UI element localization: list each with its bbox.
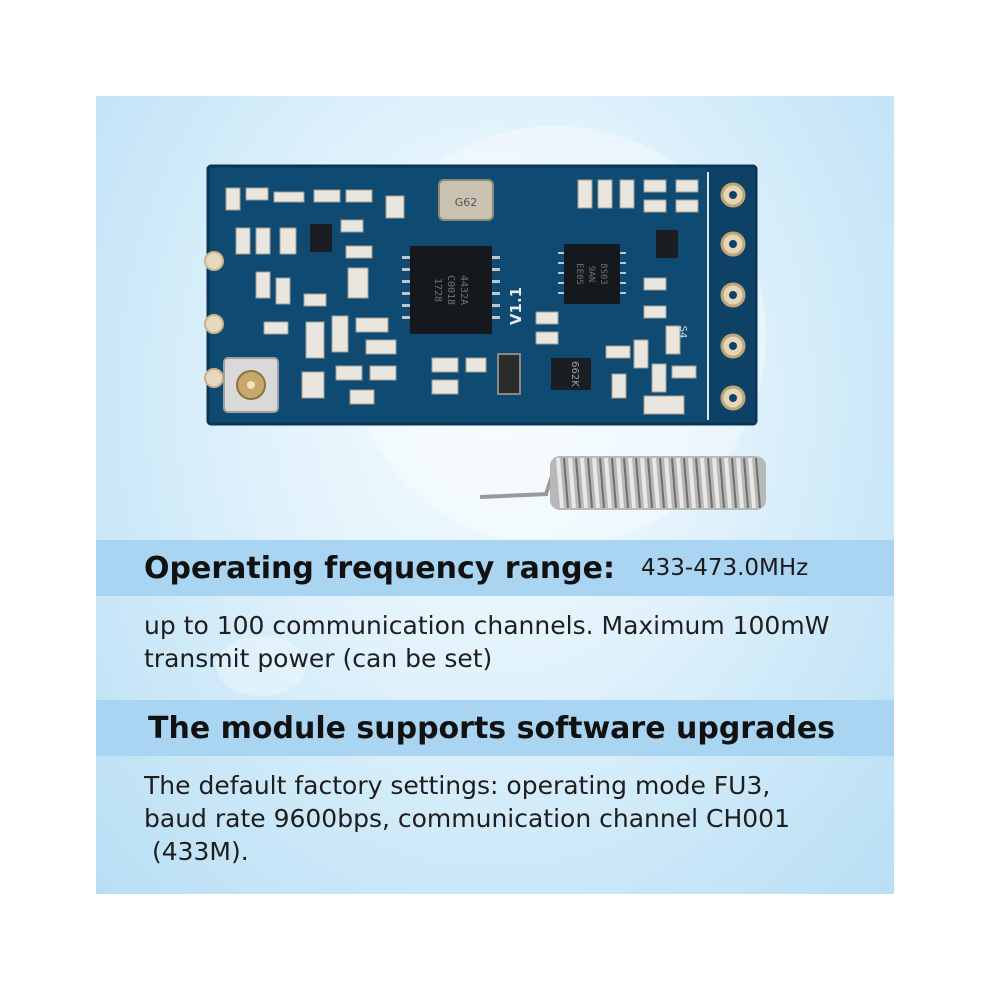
rf-chip-marking-2: C0018 xyxy=(445,275,456,305)
mcu-marking-1: 8S03 xyxy=(598,263,608,285)
passive-components xyxy=(225,179,699,415)
frequency-heading: Operating frequency range: xyxy=(144,550,615,586)
spring-antenna xyxy=(479,456,766,510)
upgrade-band: The module supports software upgrades xyxy=(96,700,894,756)
crystal xyxy=(438,179,494,221)
mcu-chip xyxy=(564,244,620,304)
channels-paragraph: up to 100 communication channels. Maximu… xyxy=(144,609,864,675)
frequency-value: 433-473.0MHz xyxy=(641,555,809,581)
channels-line-2: transmit power (can be set) xyxy=(144,644,493,673)
rf-chip xyxy=(410,246,492,334)
mcu-marking-3: EE0S xyxy=(574,263,584,285)
transistor-2 xyxy=(656,230,678,258)
rf-chip-marking-1: 4432A xyxy=(458,275,469,305)
version-label: V1.1 xyxy=(507,287,525,325)
transistor-1 xyxy=(310,224,332,252)
defaults-line-1: The default factory settings: operating … xyxy=(144,771,771,800)
defaults-line-2: baud rate 9600bps, communication channel… xyxy=(144,804,790,833)
upgrade-heading: The module supports software upgrades xyxy=(148,710,836,746)
crystal-label: G62 xyxy=(455,196,478,209)
regulator xyxy=(551,358,591,390)
pin-pads xyxy=(720,182,746,411)
inductor xyxy=(497,353,521,395)
defaults-line-3: (433M). xyxy=(144,837,249,866)
mcu-marking-2: 9AN xyxy=(586,266,596,282)
transistor-label: S4 xyxy=(677,326,688,339)
rf-chip-marking-3: 1728 xyxy=(432,278,443,302)
product-panel: G62 4432A C0018 1728 V1.1 8S03 9AN EE0S xyxy=(96,96,894,894)
rf-module-image: G62 4432A C0018 1728 V1.1 8S03 9AN EE0S xyxy=(204,164,766,510)
frequency-band: Operating frequency range: 433-473.0MHz xyxy=(96,540,894,596)
background-glow-small xyxy=(216,636,306,696)
regulator-label: 662K xyxy=(569,361,580,387)
channels-line-1: up to 100 communication channels. Maximu… xyxy=(144,611,830,640)
defaults-paragraph: The default factory settings: operating … xyxy=(144,769,864,868)
